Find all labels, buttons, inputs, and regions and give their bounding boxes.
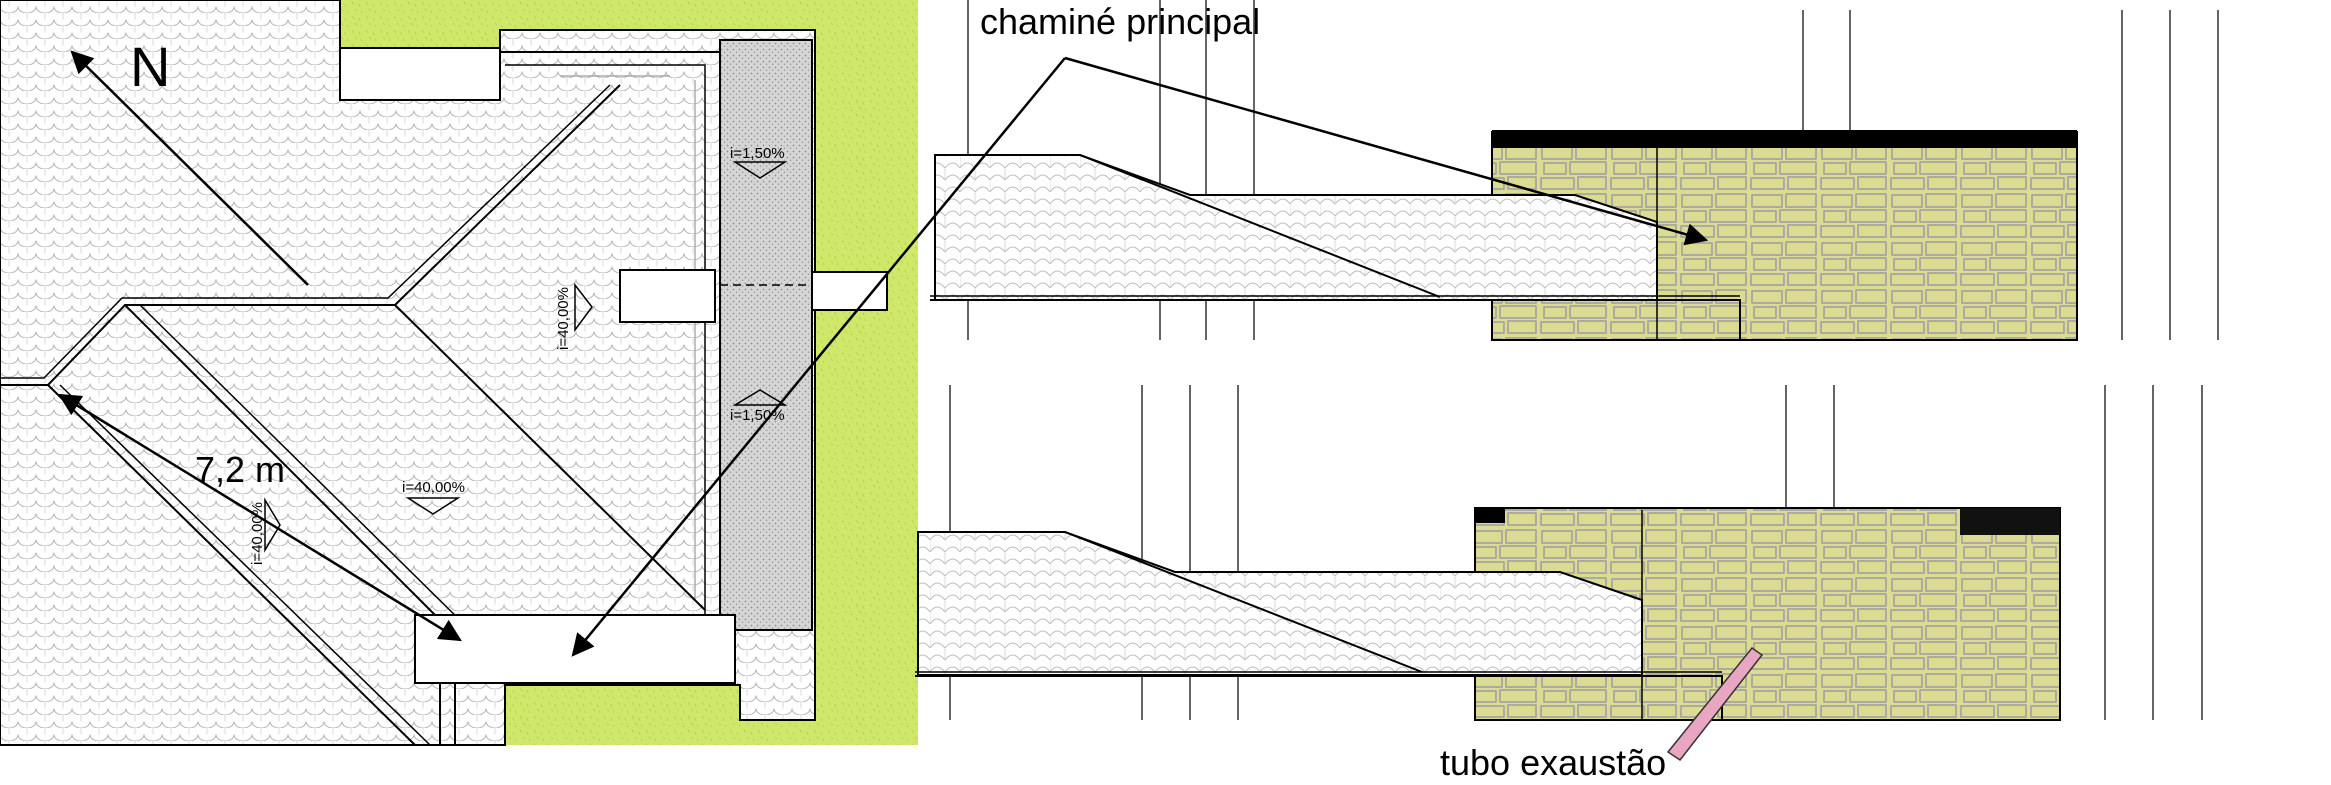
dimension-arrow-icon xyxy=(58,393,462,642)
wall-cap-top xyxy=(1492,130,2077,148)
slope-symbol-center-vertical xyxy=(574,282,593,333)
elevation-top xyxy=(930,0,2219,341)
wall-cap-bottom-left xyxy=(1475,508,1505,523)
slope-label-right-top: i=1,50% xyxy=(730,145,785,162)
slope-label-right-bottom: i=1,50% xyxy=(730,407,785,424)
dimension-label: 7,2 m xyxy=(195,449,285,490)
slope-label-center-vertical: i=40,00% xyxy=(555,287,572,350)
roof-slope-bottom xyxy=(1064,531,1423,673)
north-label: N xyxy=(130,35,170,98)
slope-label-center-lower: i=40,00% xyxy=(402,479,465,496)
chimney-main-block xyxy=(414,614,736,684)
roof-slope-top xyxy=(1079,154,1441,298)
chimney-main-flue xyxy=(439,683,456,745)
north-arrow-icon xyxy=(70,50,309,286)
annotations: chaminé principal tubo exaustão xyxy=(571,1,1709,783)
chimney-arrow-right-icon xyxy=(1064,56,1709,246)
slope-symbol-right-bottom xyxy=(732,389,788,406)
slope-symbol-right-top xyxy=(732,161,788,179)
flat-gutter-zone xyxy=(719,39,813,631)
wall-cap-bottom-right xyxy=(1960,508,2060,535)
ridge-line-inner xyxy=(0,84,611,379)
chimney-right-extension xyxy=(811,271,888,311)
chimney-top-block xyxy=(339,47,501,101)
roof-plan: i=1,50% i=1,50% i=40,00% i=40,00% i=40,0… xyxy=(0,0,918,746)
elevation-bottom xyxy=(915,385,2203,762)
exhaust-label: tubo exaustão xyxy=(1440,742,1666,780)
eave-line-top xyxy=(930,299,1741,340)
chimney-right-block xyxy=(619,269,716,323)
chimney-arrow-left-icon xyxy=(571,57,1066,657)
chimney-label: chaminé principal xyxy=(980,1,1260,42)
exhaust-pipe xyxy=(1666,646,1764,762)
